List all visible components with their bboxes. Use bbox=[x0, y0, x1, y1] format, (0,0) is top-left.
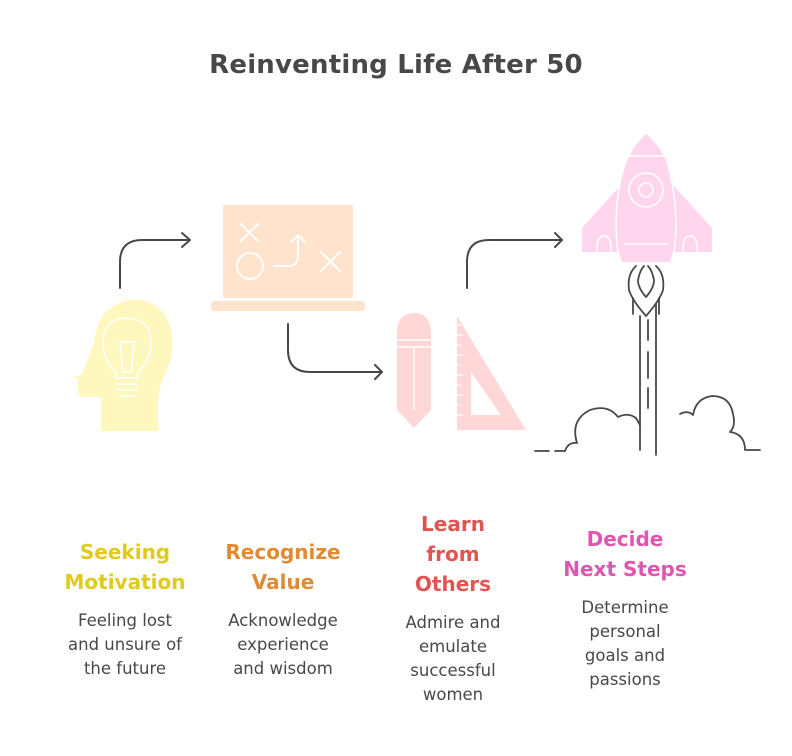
step-recognize-value: Recognize Value Acknowledge experience a… bbox=[208, 537, 358, 681]
strategy-board-icon bbox=[211, 205, 365, 311]
step-description: Admire and emulate successful women bbox=[405, 613, 501, 704]
head-lightbulb-icon bbox=[68, 299, 173, 431]
step-learn-from-others: Learn from Others Admire and emulate suc… bbox=[378, 509, 528, 707]
arrow-1-icon bbox=[119, 232, 191, 289]
step-decide-next-steps: Decide Next Steps Determine personal goa… bbox=[545, 524, 705, 692]
step-description: Acknowledge experience and wisdom bbox=[228, 611, 338, 678]
arrow-2-icon bbox=[287, 323, 383, 380]
step-heading: Recognize Value bbox=[225, 540, 341, 594]
rocket-launch-icon bbox=[534, 134, 761, 456]
step-heading: Learn from Others bbox=[414, 512, 492, 596]
step-heading: Seeking Motivation bbox=[64, 540, 186, 594]
pencil-ruler-icon bbox=[397, 313, 526, 430]
step-description: Feeling lost and unsure of the future bbox=[68, 611, 182, 678]
step-seeking-motivation: Seeking Motivation Feeling lost and unsu… bbox=[50, 537, 200, 681]
arrow-3-icon bbox=[466, 232, 563, 289]
step-heading: Decide Next Steps bbox=[563, 527, 687, 581]
step-description: Determine personal goals and passions bbox=[581, 598, 669, 689]
diagram-title: Reinventing Life After 50 bbox=[209, 50, 583, 80]
